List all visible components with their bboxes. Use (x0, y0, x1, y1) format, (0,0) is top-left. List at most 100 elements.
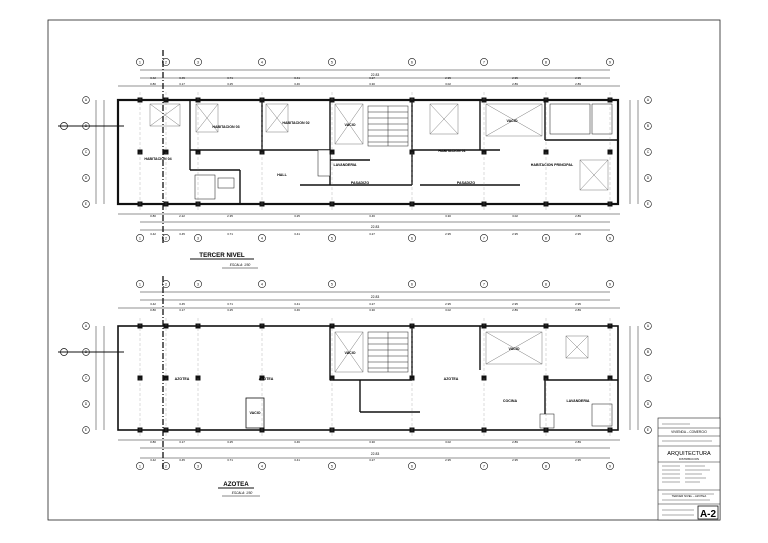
plan-title: AZOTEA (223, 481, 249, 488)
dim-label: 3.46 (369, 214, 375, 218)
axis-bubble (82, 174, 90, 182)
dim-label: 2.35 (227, 214, 233, 218)
dim-label: 2.95 (575, 458, 581, 462)
axis-label: 9 (609, 282, 611, 286)
dim-total-top: 22.83 (371, 295, 380, 299)
axis-label: A (647, 324, 650, 328)
room-label: VACIO (344, 351, 355, 355)
axis-bubble (606, 58, 614, 66)
axis-label: 9 (609, 236, 611, 240)
axis-bubble (644, 122, 652, 130)
dim-label: 3.30 (369, 308, 375, 312)
room-label: HABITACION 03 (212, 125, 239, 129)
sheet-border (47, 19, 721, 521)
axis-label: 9 (609, 60, 611, 64)
dim-label: 3.45 (179, 458, 185, 462)
axis-bubble (542, 58, 550, 66)
dim-total-bottom: 22.83 (371, 225, 380, 229)
dim-label: 3.46 (294, 308, 300, 312)
room-label: AZOTEA (444, 377, 459, 381)
axis-bubble (480, 58, 488, 66)
title-line-project: VIVIENDA – COMERCIO (671, 430, 707, 434)
axis-bubble (82, 200, 90, 208)
dim-label: 3.45 (179, 302, 185, 306)
dim-label: 3.71 (227, 76, 233, 80)
axis-bubble (258, 280, 266, 288)
room-label: AZOTEA (259, 377, 274, 381)
axis-bubble (542, 280, 550, 288)
title-line-type: DISTRIBUCION (679, 457, 699, 461)
axis-label: 9 (609, 464, 611, 468)
title-block: VIVIENDA – COMERCIO ARQUITECTURA DISTRIB… (657, 417, 721, 521)
axis-bubble (258, 234, 266, 242)
dim-label: 3.46 (294, 82, 300, 86)
dim-label: 0.80 (150, 308, 156, 312)
axis-label: C (647, 376, 650, 380)
axis-bubble (542, 234, 550, 242)
axis-label: D (85, 176, 88, 180)
dim-label: 2.22 (179, 214, 185, 218)
dim-label: 3.17 (179, 440, 185, 444)
axis-label: D (647, 402, 650, 406)
axis-bubble (194, 58, 202, 66)
axis-bubble (408, 234, 416, 242)
dim-label: 2.95 (445, 302, 451, 306)
axis-label: 6 (411, 282, 413, 286)
dim-label: 0.80 (150, 214, 156, 218)
axis-label: 4 (261, 60, 263, 64)
axis-bubble (194, 280, 202, 288)
dim-label: 3.17 (179, 82, 185, 86)
dim-label: 3.71 (227, 232, 233, 236)
room-label: VACIO (508, 347, 519, 351)
dim-label: 3.30 (445, 214, 451, 218)
axis-label: 6 (411, 60, 413, 64)
third-floor-plan: 22.83 22.83 (58, 50, 652, 269)
axis-label: 2 (165, 236, 167, 240)
dim-label: 3.02 (445, 308, 451, 312)
axis-bubble (136, 280, 144, 288)
axis-bubble (82, 426, 90, 434)
dim-label: 3.27 (369, 76, 375, 80)
axis-bubble (644, 400, 652, 408)
dim-label: 3.25 (227, 440, 233, 444)
room-label: LAVANDERIA (566, 399, 589, 403)
axis-bubble (328, 58, 336, 66)
dim-label: 2.95 (445, 232, 451, 236)
axis-bubble (644, 148, 652, 156)
axis-bubble (644, 374, 652, 382)
plan-scale: ESCALA: 1/50 (230, 263, 251, 267)
dim-label: 3.27 (369, 232, 375, 236)
axis-bubble (82, 148, 90, 156)
axis-label: A (85, 324, 88, 328)
axis-label: 7 (483, 236, 485, 240)
axis-label: 1 (139, 60, 141, 64)
room-label: HABITACION 04 (144, 157, 171, 161)
dim-label: 3.42 (150, 232, 156, 236)
dim-label: 2.89 (512, 308, 518, 312)
dim-label: 0.80 (150, 440, 156, 444)
room-label: COCINA (503, 399, 518, 403)
axis-label: 4 (261, 282, 263, 286)
room-label: VACIO (506, 119, 517, 123)
dim-label: 3.25 (227, 82, 233, 86)
axis-bubble (606, 234, 614, 242)
axis-label: E (85, 202, 87, 206)
axis-label: 3 (197, 60, 199, 64)
axis-label: B (647, 350, 649, 354)
dim-label: 3.30 (369, 440, 375, 444)
axis-label: 7 (483, 282, 485, 286)
axis-label: 8 (545, 464, 547, 468)
dim-label: 3.41 (294, 76, 300, 80)
room-label: HABITACION 02 (282, 121, 309, 125)
axis-label: 8 (545, 60, 547, 64)
dim-label: 2.95 (575, 232, 581, 236)
axis-bubble (258, 58, 266, 66)
sheet-number: A-2 (700, 509, 717, 520)
dim-label: 2.95 (575, 302, 581, 306)
room-label: LAVANDERIA (333, 163, 356, 167)
axis-label: 3 (197, 464, 199, 468)
dim-label: 3.41 (294, 458, 300, 462)
dim-label: 3.45 (179, 232, 185, 236)
axis-label: E (85, 428, 87, 432)
